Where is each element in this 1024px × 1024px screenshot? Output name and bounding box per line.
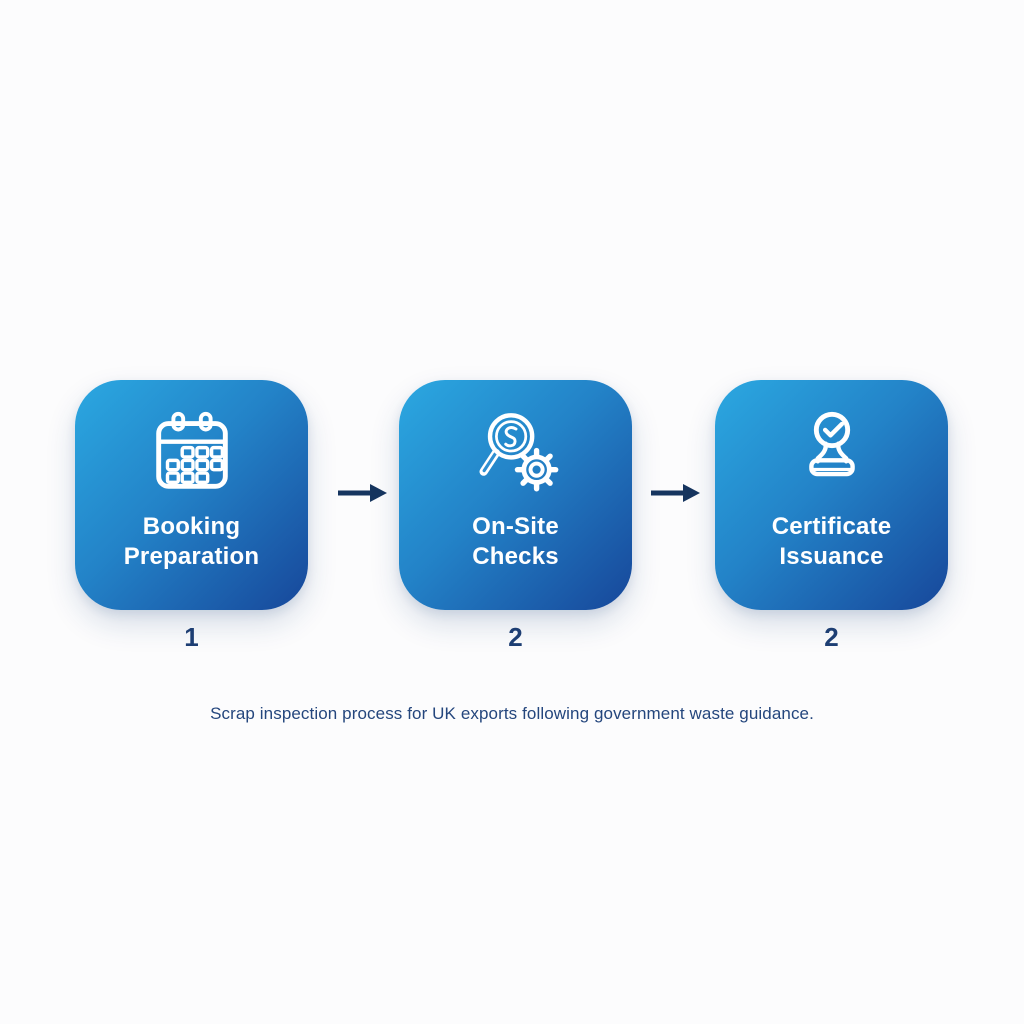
- step-3: Certificate Issuance 2: [715, 380, 948, 651]
- arrow-right-icon: [338, 484, 387, 502]
- step-2-card: On-Site Checks: [399, 380, 632, 610]
- arrow-right-icon: [651, 484, 700, 502]
- step-1-number: 1: [184, 622, 199, 652]
- diagram-caption: Scrap inspection process for UK exports …: [210, 704, 814, 723]
- step-2-label: On-Site Checks: [472, 512, 559, 572]
- step-1-label: Booking Preparation: [124, 512, 260, 572]
- step-3-label-line1: Certificate: [771, 513, 892, 540]
- step-2-label-line2: Checks: [472, 543, 559, 570]
- step-1-card: Booking Preparation: [75, 380, 308, 610]
- step-1-label-line2: Preparation: [123, 543, 260, 570]
- step-2-number: 2: [508, 622, 523, 652]
- step-1-label-line1: Booking: [142, 513, 241, 540]
- step-1: Booking Preparation 1: [75, 380, 308, 651]
- step-3-number: 2: [824, 622, 839, 652]
- step-3-label-line2: Issuance: [779, 543, 884, 570]
- step-3-label: Certificate Issuance: [772, 512, 892, 572]
- magnifier-gear-icon: [478, 413, 558, 492]
- step-3-card: Certificate Issuance: [715, 380, 948, 610]
- step-2-label-line1: On-Site: [472, 513, 559, 540]
- calendar-icon: [155, 411, 228, 489]
- step-2: On-Site Checks 2: [399, 380, 632, 651]
- stamp-check-icon: [808, 411, 855, 477]
